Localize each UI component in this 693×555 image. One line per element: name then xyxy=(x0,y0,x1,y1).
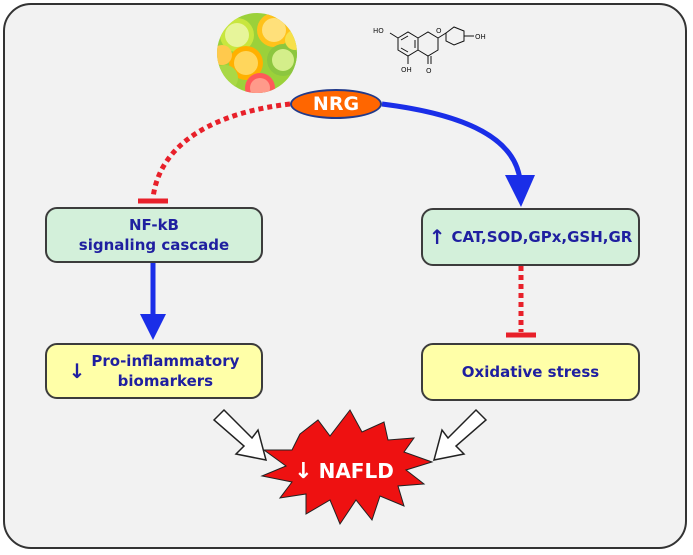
oxidative-box: Oxidative stress xyxy=(421,343,640,401)
molecule-ring-o: O xyxy=(436,27,442,35)
molecule-oh-right: OH xyxy=(475,33,486,41)
activation-head-inflammatory xyxy=(140,314,166,340)
inhibition-nrg-to-nfkb xyxy=(150,101,291,199)
nafld-starburst xyxy=(260,409,434,526)
enzymes-text: CAT,SOD,GPx,GSH,GR xyxy=(451,228,633,246)
nfkb-line2: signaling cascade xyxy=(78,236,230,254)
hollow-arrow-left xyxy=(212,408,268,461)
naringenin-structure xyxy=(389,26,474,64)
molecule-ketone: O xyxy=(426,67,432,75)
nafld-text: NAFLD xyxy=(318,459,394,483)
molecule-oh-left: HO xyxy=(373,27,384,35)
molecule-oh-bottom: OH xyxy=(401,66,412,74)
activation-nrg-to-enzymes xyxy=(381,101,523,181)
nrg-node: NRG xyxy=(290,89,382,119)
nafld-down-arrow-icon: ↓ xyxy=(294,458,313,484)
citrus-fruit-image xyxy=(217,13,297,93)
nfkb-box: NF-kB signaling cascade xyxy=(45,207,263,263)
oxidative-text: Oxidative stress xyxy=(461,363,600,381)
nafld-label: ↓ NAFLD xyxy=(276,454,412,488)
inflammatory-text: Pro-inflammatory biomarkers xyxy=(91,351,239,391)
inflammatory-line2: biomarkers xyxy=(117,372,214,390)
down-arrow-icon: ↓ xyxy=(68,359,86,383)
nfkb-line1: NF-kB xyxy=(129,216,179,234)
activation-head-enzymes xyxy=(505,175,535,207)
enzymes-box: ↑ CAT,SOD,GPx,GSH,GR xyxy=(421,208,640,266)
inflammatory-box: ↓ Pro-inflammatory biomarkers xyxy=(45,343,263,399)
up-arrow-icon: ↑ xyxy=(428,225,446,249)
inflammatory-line1: Pro-inflammatory xyxy=(91,352,240,370)
hollow-arrow-right xyxy=(432,408,488,461)
